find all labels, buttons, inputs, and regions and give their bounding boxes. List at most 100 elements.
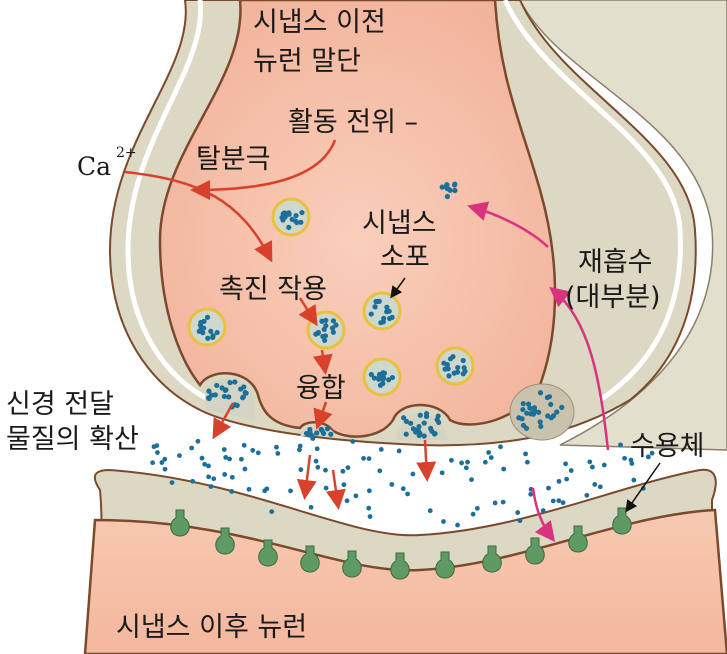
neurotransmitter-dot [371,375,377,381]
neurotransmitter-dot [313,458,319,464]
neurotransmitter-dot [523,425,530,431]
neurotransmitter-dot [389,374,396,381]
reuptake-label: 재흡수 [578,247,653,278]
neurotransmitter-dot [298,467,304,473]
neurotransmitter-dot [353,493,359,499]
neurotransmitter-dot [212,392,218,398]
neurotransmitter-dot [361,455,366,461]
neurotransmitter-dot [314,446,320,452]
neurotransmitter-dot [214,382,220,389]
neurotransmitter-dot [449,457,454,463]
neurotransmitter-dot [298,219,304,225]
neurotransmitter-dot [400,486,406,492]
neurotransmitter-dot [384,309,390,315]
neurotransmitter-dot [376,371,383,378]
calcium-arrow [124,170,273,263]
neurotransmitter-dot [323,317,329,323]
neurotransmitter-dot [333,322,339,328]
receptor [342,550,362,578]
diffusion-arrow [212,402,235,440]
neurotransmitter-dot [384,304,390,310]
neurotransmitter-dot [587,459,593,465]
neurotransmitter-dot [447,356,454,362]
neurotransmitter-dot [469,477,474,483]
facilitation-label: 촉진 작용 [219,274,327,305]
neurotransmitter-dot [303,430,310,437]
neurotransmitter-dot [631,477,637,483]
neurotransmitter-dot [444,182,450,188]
neurotransmitter-dot [441,519,446,524]
neurotransmitter-dot [372,304,378,310]
neurotransmitter-dot [452,187,458,194]
synaptic-vesicle [362,357,402,397]
neurotransmitter-dot [289,216,295,223]
receptor [258,539,278,567]
neurotransmitter-dot [528,491,534,497]
neurotransmitter-dot [465,459,470,465]
reuptake-arrow [549,286,610,451]
neurotransmitter-dot [350,439,356,444]
neurotransmitter-dot [232,379,238,385]
neurotransmitter-dot [396,448,402,454]
neurotransmitter-dot [319,428,325,434]
neurotransmitter-dot [548,401,554,407]
neurotransmitter-dot [423,410,430,417]
neurotransmitter-dot [500,499,506,505]
neurotransmitter-dot [486,450,492,455]
neurotransmitter-dot [535,409,542,415]
neurotransmitter-dot [460,371,466,377]
neurotransmitter-dot [214,329,220,336]
neurotransmitter-dot [314,430,320,436]
receptor [525,537,545,565]
synaptic-vesicle [435,346,475,386]
neurotransmitter-dot [380,380,386,387]
diffusion-arrow [325,469,346,510]
neurotransmitter-dot [531,405,538,411]
neurotransmitter-dot [540,508,546,513]
neurotransmitter-dot [592,482,598,487]
neurotransmitter-dot [162,466,168,472]
vesicle-pointer [390,277,406,299]
calcium-charge: 2+ [116,145,137,161]
neurotransmitter-dot [488,455,494,460]
neurotransmitter-dot [208,328,214,334]
neurotransmitter-dot [320,333,326,340]
neurotransmitter-dot [421,420,427,426]
neurotransmitter-dot [330,318,337,324]
neurotransmitter-dot [195,438,201,444]
neurotransmitter-dot [293,212,299,219]
neurotransmitter-dot [199,455,205,461]
receptor [435,551,455,579]
neurotransmitter-dot [299,209,305,216]
neurotransmitter-dot [308,504,314,510]
neurotransmitter-dot [451,182,458,188]
neurotransmitter-dot [223,455,229,460]
receptor [612,507,632,535]
neurotransmitter-dot [319,318,325,324]
neurotransmitter-dot [537,419,543,425]
presynaptic-label: 뉴런 말단 [253,46,361,77]
neurotransmitter-dot [211,476,217,482]
neurotransmitter-dot [537,390,544,396]
receptor-binding-arrow [531,487,556,542]
reuptake-arrow [467,201,549,248]
neurotransmitter-dot [367,514,373,519]
neurotransmitter-dot [601,462,607,468]
receptor-label: 수용체 [630,431,705,462]
neurotransmitter-dot [297,447,302,453]
neurotransmitter-dot [520,401,526,407]
neurotransmitter-dot [227,456,232,462]
neurotransmitter-dot [242,389,248,396]
neurotransmitter-dot [554,409,560,415]
neurotransmitter-dot [330,329,336,335]
neurotransmitter-dot [454,369,461,375]
neurotransmitter-dot [324,426,331,432]
neurotransmitter-dot [315,464,321,470]
neurotransmitter-dot [345,465,351,471]
neurotransmitter-dot [177,453,182,458]
neurotransmitter-dot [517,518,523,524]
vesicle-label: 소포 [380,242,430,273]
neurotransmitter-dot [413,429,419,435]
